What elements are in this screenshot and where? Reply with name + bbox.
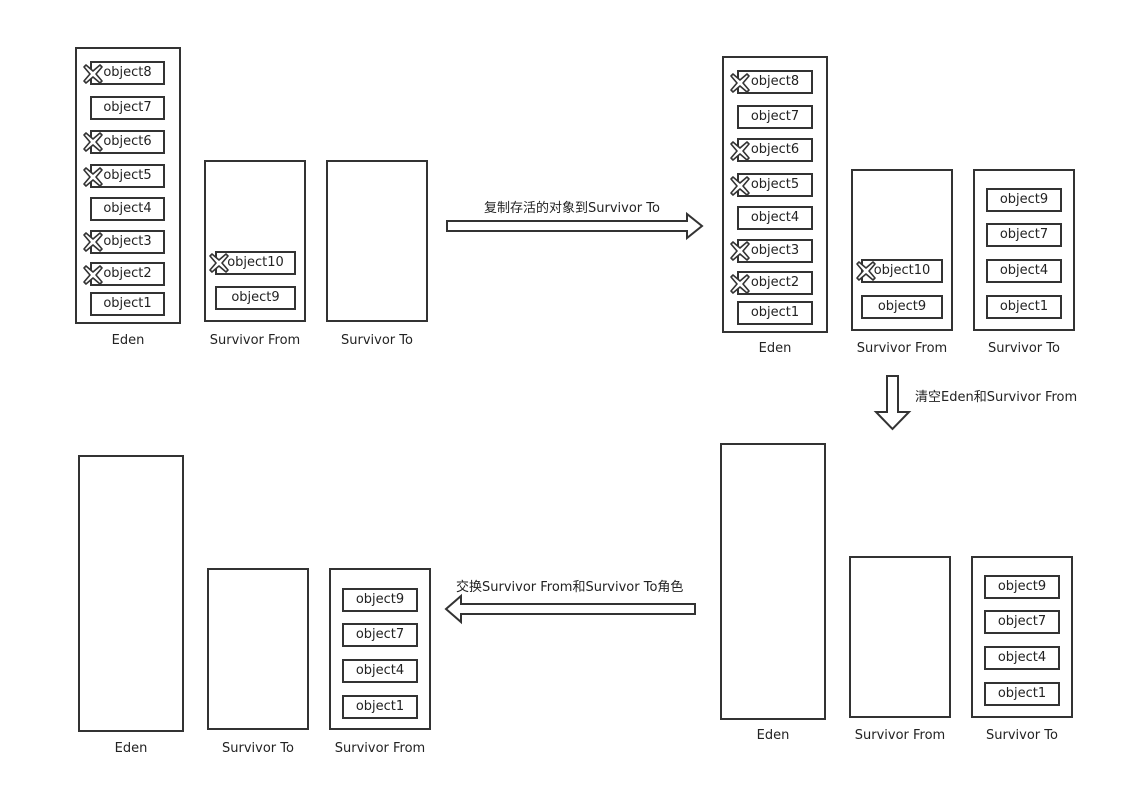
step-1-label: 复制存活的对象到Survivor To bbox=[484, 201, 660, 216]
object-box: object1 bbox=[342, 695, 418, 719]
region-label: Eden bbox=[111, 333, 145, 348]
region-label: Survivor To bbox=[988, 341, 1060, 356]
region-label: Survivor To bbox=[222, 741, 294, 756]
region-label: Eden bbox=[114, 741, 148, 756]
eden-box bbox=[78, 455, 184, 732]
object-box: object4 bbox=[737, 206, 813, 230]
collected-x-icon bbox=[730, 176, 750, 196]
object-box: object7 bbox=[737, 105, 813, 129]
object-box: object9 bbox=[215, 286, 296, 310]
survivor-from-box bbox=[849, 556, 951, 718]
object-box: object4 bbox=[342, 659, 418, 683]
object-box: object7 bbox=[984, 610, 1060, 634]
survivor-to-box bbox=[207, 568, 309, 730]
collected-x-icon bbox=[83, 232, 103, 252]
object-box: object1 bbox=[986, 295, 1062, 319]
object-box: object9 bbox=[342, 588, 418, 612]
collected-x-icon bbox=[730, 141, 750, 161]
collected-x-icon bbox=[209, 253, 229, 273]
region-label: Survivor From bbox=[334, 741, 426, 756]
collected-x-icon bbox=[83, 167, 103, 187]
object-box: object1 bbox=[737, 301, 813, 325]
object-box: object5 bbox=[90, 164, 165, 188]
collected-x-icon bbox=[856, 261, 876, 281]
region-label: Eden bbox=[756, 728, 790, 743]
object-box: object1 bbox=[984, 682, 1060, 706]
region-label: Survivor From bbox=[209, 333, 301, 348]
region-label: Survivor From bbox=[856, 341, 948, 356]
object-box: object3 bbox=[90, 230, 165, 254]
object-box: object6 bbox=[737, 138, 813, 162]
object-box: object4 bbox=[90, 197, 165, 221]
object-box: object3 bbox=[737, 239, 813, 263]
collected-x-icon bbox=[730, 73, 750, 93]
object-box: object7 bbox=[986, 223, 1062, 247]
object-box: object2 bbox=[90, 262, 165, 286]
region-label: Survivor To bbox=[341, 333, 413, 348]
collected-x-icon bbox=[730, 241, 750, 261]
collected-x-icon bbox=[83, 265, 103, 285]
object-box: object6 bbox=[90, 130, 165, 154]
region-label: Survivor To bbox=[986, 728, 1058, 743]
eden-box bbox=[720, 443, 826, 720]
down-arrow-icon bbox=[873, 375, 912, 431]
step-2-label: 清空Eden和Survivor From bbox=[915, 390, 1078, 405]
collected-x-icon bbox=[730, 274, 750, 294]
object-box: object1 bbox=[90, 292, 165, 316]
object-box: object4 bbox=[984, 646, 1060, 670]
object-box: object10 bbox=[215, 251, 296, 275]
object-box: object8 bbox=[737, 70, 813, 94]
left-arrow-icon bbox=[444, 593, 696, 625]
object-box: object7 bbox=[342, 623, 418, 647]
object-box: object9 bbox=[984, 575, 1060, 599]
object-box: object7 bbox=[90, 96, 165, 120]
object-box: object4 bbox=[986, 259, 1062, 283]
collected-x-icon bbox=[83, 132, 103, 152]
survivor-to-box bbox=[326, 160, 428, 322]
object-box: object9 bbox=[986, 188, 1062, 212]
step-3-label: 交换Survivor From和Survivor To角色 bbox=[456, 580, 684, 595]
object-box: object9 bbox=[861, 295, 943, 319]
right-arrow-icon bbox=[446, 211, 704, 241]
region-label: Eden bbox=[758, 341, 792, 356]
region-label: Survivor From bbox=[854, 728, 946, 743]
collected-x-icon bbox=[83, 64, 103, 84]
